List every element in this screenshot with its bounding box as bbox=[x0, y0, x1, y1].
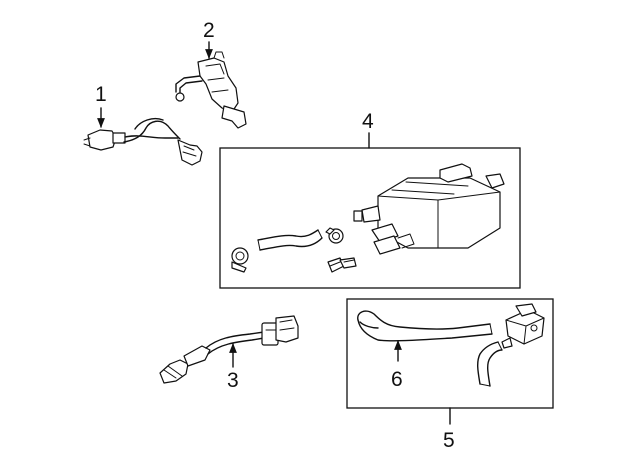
callout-2[interactable]: 2 bbox=[203, 19, 215, 59]
part-6-hose[interactable] bbox=[357, 310, 493, 342]
callout-number-1: 1 bbox=[95, 83, 107, 106]
part-4-clamp-left[interactable] bbox=[231, 247, 249, 273]
part-4-hose[interactable] bbox=[257, 229, 323, 251]
assembly-box-4 bbox=[219, 147, 521, 289]
part-4-canister[interactable] bbox=[353, 163, 505, 255]
callout-number-3: 3 bbox=[227, 369, 239, 392]
callout-5[interactable]: 5 bbox=[443, 407, 455, 452]
callout-4[interactable]: 4 bbox=[362, 110, 374, 149]
part-3-sensor[interactable] bbox=[159, 315, 299, 384]
part-2-valve[interactable] bbox=[175, 51, 247, 129]
part-4-bolt[interactable] bbox=[327, 257, 357, 273]
callout-number-6: 6 bbox=[391, 368, 403, 391]
part-4-clamp-right[interactable] bbox=[325, 227, 344, 244]
callout-number-4: 4 bbox=[362, 110, 374, 133]
callout-6[interactable]: 6 bbox=[391, 340, 403, 391]
callout-number-5: 5 bbox=[443, 429, 455, 452]
callout-number-2: 2 bbox=[203, 19, 215, 42]
callout-1[interactable]: 1 bbox=[95, 83, 107, 128]
callout-3[interactable]: 3 bbox=[227, 343, 239, 392]
part-5-filter[interactable] bbox=[501, 303, 545, 349]
part-5-elbow-hose[interactable] bbox=[477, 341, 503, 387]
part-1-sensor[interactable] bbox=[83, 117, 203, 166]
